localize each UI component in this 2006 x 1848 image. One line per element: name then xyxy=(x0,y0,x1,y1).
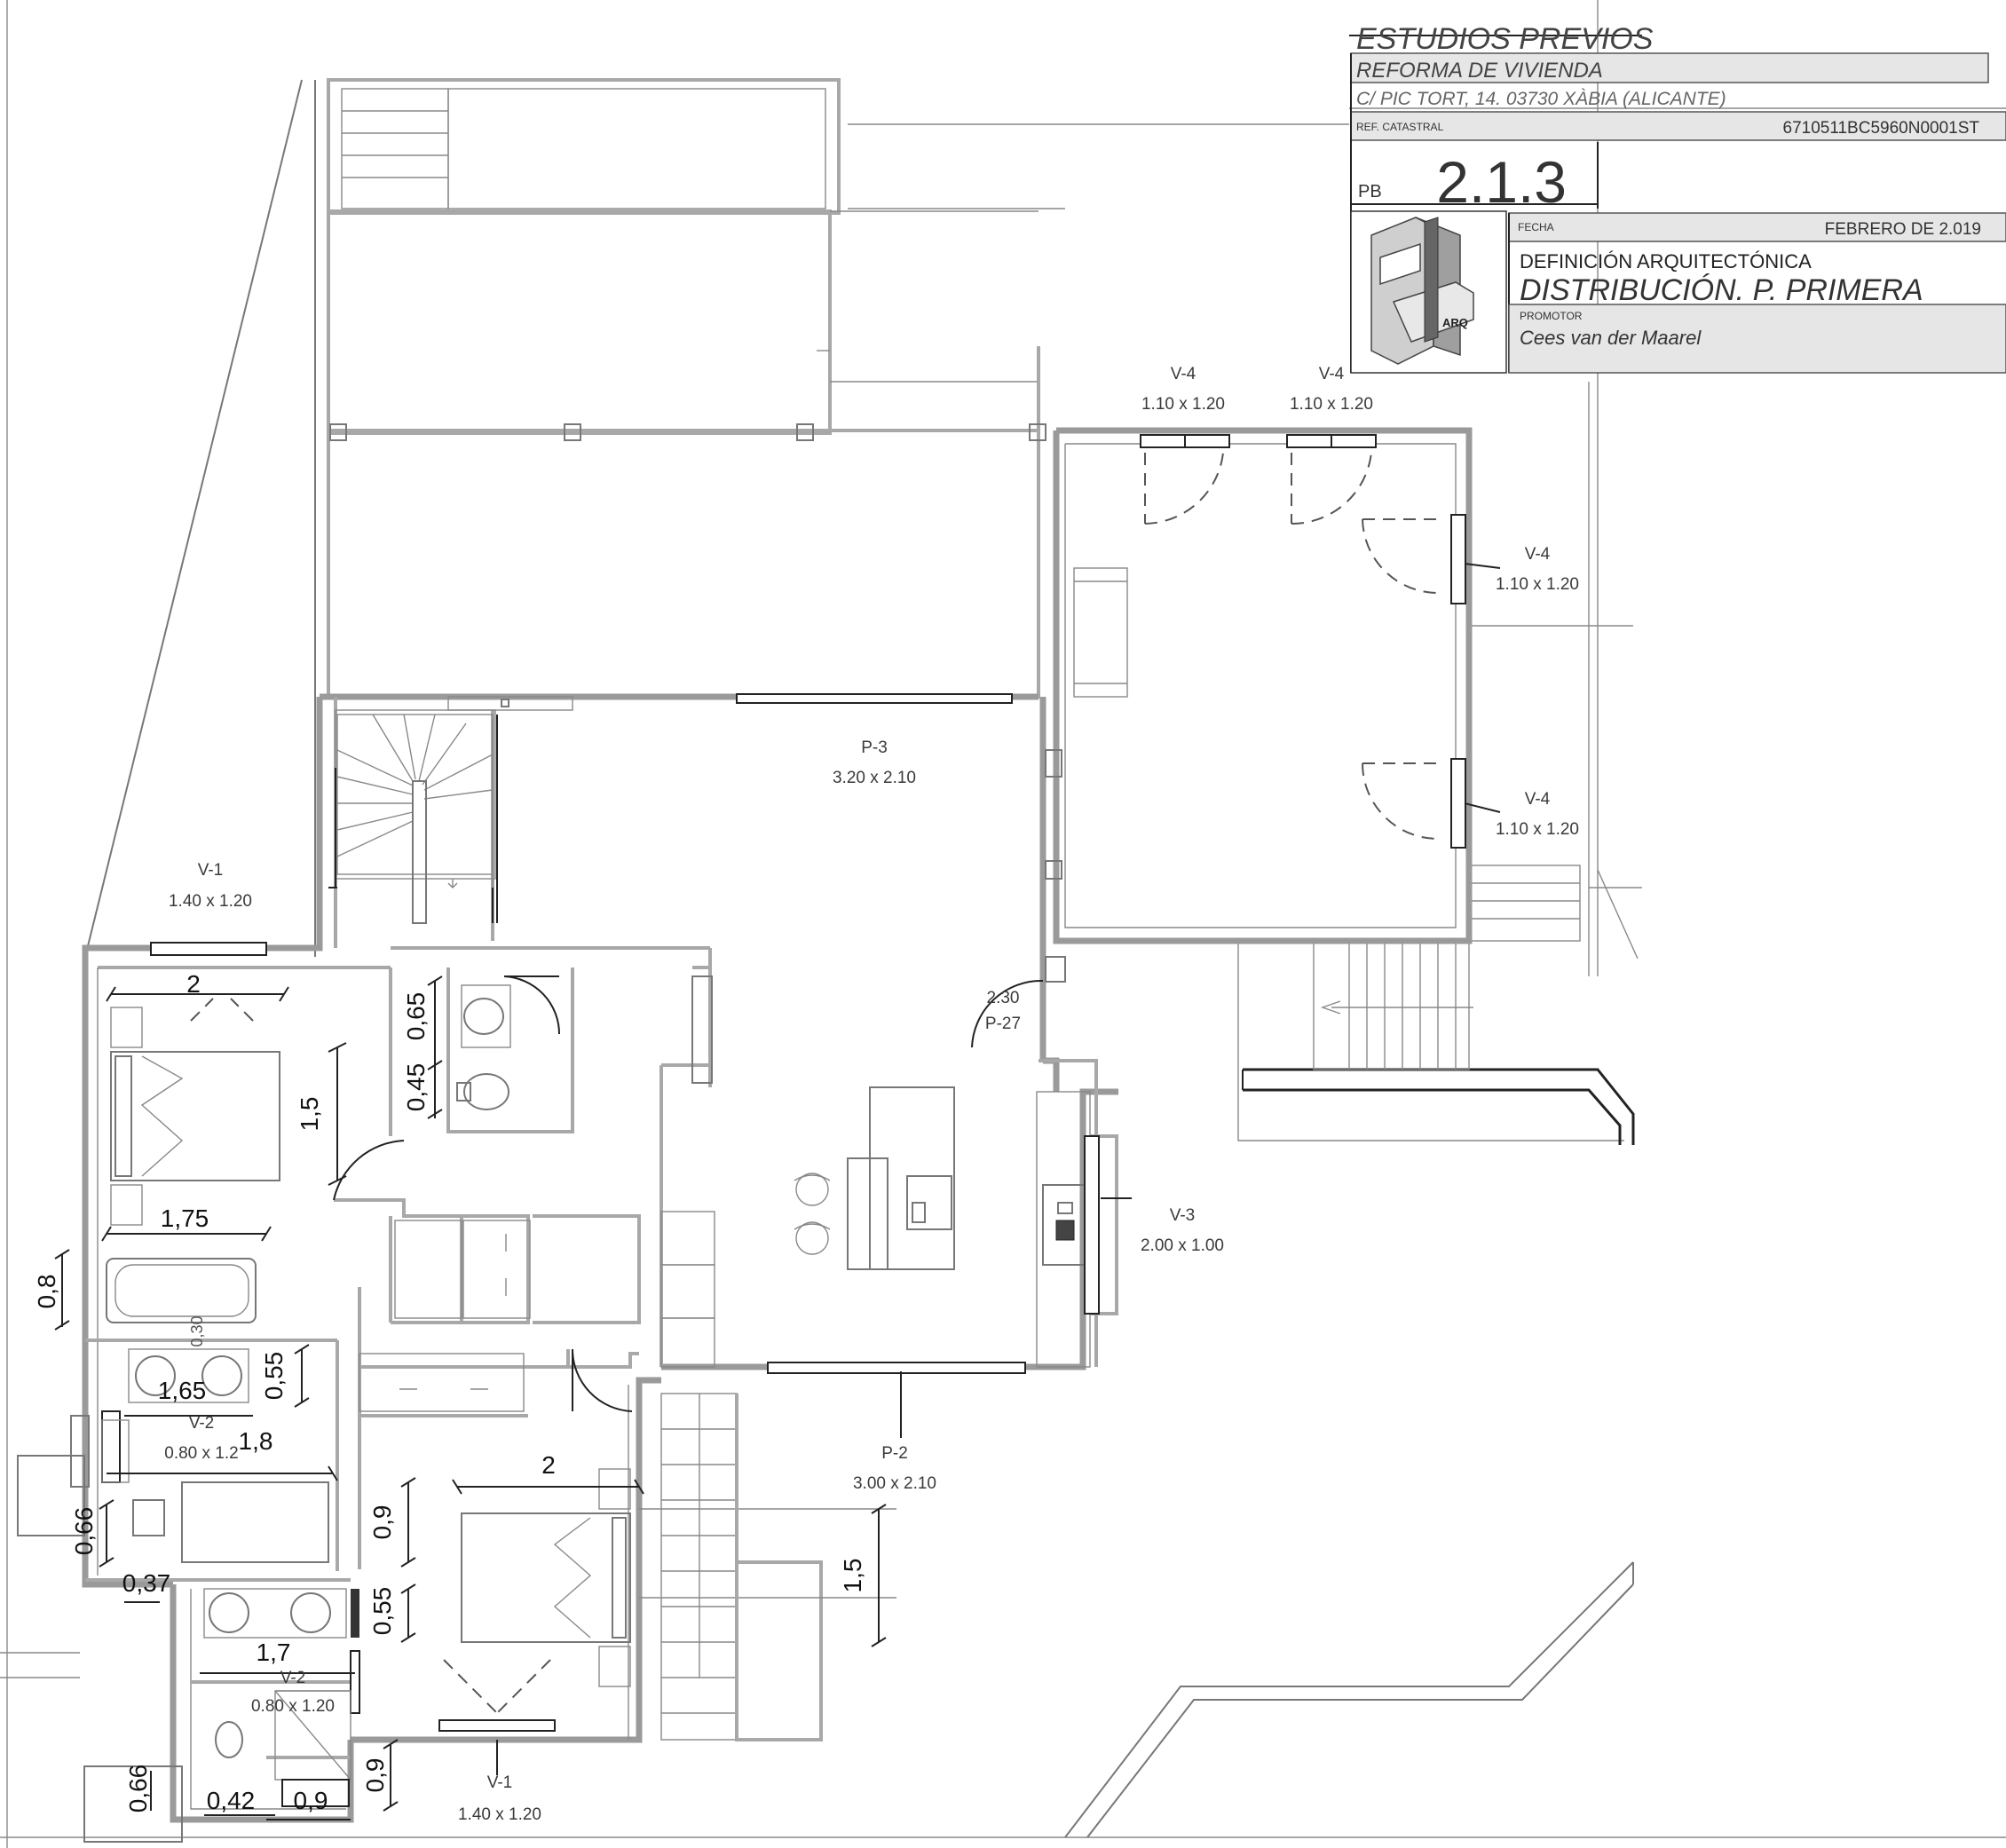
opening-size: 0.80 x 1.20 xyxy=(251,1697,335,1716)
terrace-pergola xyxy=(327,78,1046,699)
dimension-text: 1,5 xyxy=(296,1097,323,1132)
dimension-text: 0,9 xyxy=(368,1505,396,1540)
opening-size: 2.30 xyxy=(987,989,1020,1007)
opening-code: P-2 xyxy=(881,1444,908,1463)
dimension-text: 0,37 xyxy=(122,1569,171,1597)
promoter-name: Cees van der Maarel xyxy=(1520,327,1702,349)
date-label: FECHA xyxy=(1518,221,1554,233)
opening-code: V-1 xyxy=(198,861,224,880)
dimension-text: 0,66 xyxy=(124,1765,152,1813)
firm-logo xyxy=(1370,217,1474,365)
opening-size: 2.00 x 1.00 xyxy=(1141,1236,1224,1255)
dimension-text: 0,65 xyxy=(402,992,430,1041)
dimension-text: 0,9 xyxy=(361,1758,389,1793)
opening-size: 1.40 x 1.20 xyxy=(458,1805,541,1824)
opening-size: 0.80 x 1.2 xyxy=(164,1444,238,1463)
dimension-text: 0,66 xyxy=(70,1507,98,1556)
project-title: REFORMA DE VIVIENDA xyxy=(1356,59,1603,83)
dimension-text: 0,8 xyxy=(33,1275,60,1309)
dimension-text: 1,75 xyxy=(161,1204,209,1232)
furniture xyxy=(101,984,631,1807)
dimension-text: 1,8 xyxy=(239,1427,273,1455)
opening-size: 1.10 x 1.20 xyxy=(1141,395,1225,414)
dimension-text: 2 xyxy=(541,1451,556,1479)
dimension-text: 1,7 xyxy=(257,1639,291,1666)
opening-code: P-27 xyxy=(985,1015,1021,1033)
dimension-text: 2 xyxy=(186,970,201,998)
opening-code: P-3 xyxy=(861,738,888,757)
door-swings xyxy=(190,452,1439,1714)
logo-text: ARQ xyxy=(1442,316,1468,329)
discipline-title: DEFINICIÓN ARQUITECTÓNICA xyxy=(1520,250,1812,272)
dimension-text: 0,55 xyxy=(368,1587,396,1636)
opening-labels: V-4 1.10 x 1.20 V-4 1.10 x 1.20 V-4 1.10… xyxy=(164,365,1579,1824)
opening-code: V-2 xyxy=(280,1669,306,1687)
opening-size: 1.10 x 1.20 xyxy=(1290,395,1373,414)
dimension-text: 0,55 xyxy=(260,1352,288,1401)
dimension-text: 0,45 xyxy=(402,1063,430,1112)
opening-size: 1.40 x 1.20 xyxy=(169,892,252,911)
exterior-walls xyxy=(82,427,1473,1823)
title-block xyxy=(1349,35,2006,374)
opening-code: V-3 xyxy=(1170,1206,1196,1225)
address-text: C/ PIC TORT, 14. 03730 XÀBIA (ALICANTE) xyxy=(1356,89,1726,109)
cadastral-label: REF. CATASTRAL xyxy=(1356,121,1444,133)
floor-code: PB xyxy=(1358,182,1382,201)
drawing-title: DISTRIBUCIÓN. P. PRIMERA xyxy=(1520,273,1923,307)
dimension-values: 2 0,65 0,45 1,5 1,75 0,8 0,30 0,55 1,65 … xyxy=(33,970,866,1814)
sheet-number: 2.1.3 xyxy=(1436,149,1567,215)
dimension-text: 1,65 xyxy=(158,1377,207,1404)
spiral-stair xyxy=(328,696,573,924)
opening-size: 1.10 x 1.20 xyxy=(1496,575,1579,594)
promoter-label: PROMOTOR xyxy=(1520,310,1583,322)
dimension-lines xyxy=(54,435,1501,1820)
opening-code: V-4 xyxy=(1319,365,1345,383)
dimension-text: 1,5 xyxy=(839,1559,866,1593)
dimension-text: 0,9 xyxy=(294,1787,328,1814)
dimension-text: 0,30 xyxy=(188,1315,206,1347)
opening-code: V-2 xyxy=(189,1414,215,1433)
stage-title: ESTUDIOS PREVIOS xyxy=(1356,22,1654,56)
date-value: FEBRERO DE 2.019 xyxy=(1825,220,1981,239)
cadastral-ref: 6710511BC5960N0001ST xyxy=(1783,119,1980,138)
opening-code: V-4 xyxy=(1525,545,1551,564)
opening-code: V-1 xyxy=(487,1773,513,1792)
opening-size: 1.10 x 1.20 xyxy=(1496,820,1579,839)
opening-code: V-4 xyxy=(1171,365,1196,383)
opening-size: 3.00 x 2.10 xyxy=(853,1474,936,1493)
dimension-text: 0,42 xyxy=(207,1787,256,1814)
opening-size: 3.20 x 2.10 xyxy=(833,769,916,787)
opening-code: V-4 xyxy=(1525,790,1551,809)
site-context xyxy=(84,79,1642,1838)
